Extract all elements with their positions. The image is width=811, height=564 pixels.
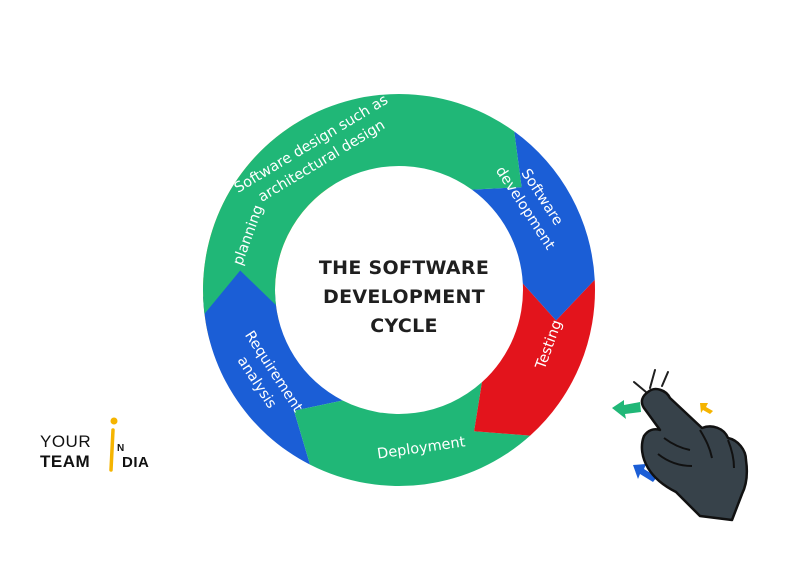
cycle-segment [474, 279, 595, 436]
hand-shape [640, 387, 749, 522]
motion-line-icon [649, 369, 656, 389]
cycle-ring [202, 93, 595, 487]
logo-small-n: N [117, 443, 125, 454]
logo-word-dia: DIA [122, 454, 149, 471]
logo-word-team: TEAM [40, 452, 90, 471]
company-logo: YOUR TEAM N DIA [40, 417, 149, 472]
motion-line-icon [661, 371, 669, 387]
pointing-hand-icon [612, 369, 749, 522]
arrow-blue-icon [633, 464, 657, 482]
center-disc [276, 167, 522, 413]
finger-crease [699, 429, 713, 459]
center-title: THE SOFTWARE DEVELOPMENT CYCLE [319, 257, 489, 337]
center-title-line-2: DEVELOPMENT [323, 286, 485, 308]
center-title-line-1: THE SOFTWARE [319, 257, 489, 279]
motion-line-icon [633, 381, 647, 393]
finger-crease [657, 453, 693, 467]
arrow-yellow-icon [700, 403, 713, 414]
finger-crease [663, 437, 691, 451]
cycle-segment [471, 131, 595, 321]
logo-stroke [109, 428, 115, 472]
cycle-segment [294, 382, 531, 487]
logo-word-your: YOUR [40, 432, 91, 451]
center-title-line-3: CYCLE [370, 315, 438, 337]
cycle-segment [202, 93, 522, 314]
finger-crease [727, 439, 735, 469]
logo-dot [110, 417, 118, 425]
cycle-segment [203, 256, 343, 465]
logo-i-mark [109, 417, 118, 472]
arrow-green-icon [612, 400, 641, 419]
